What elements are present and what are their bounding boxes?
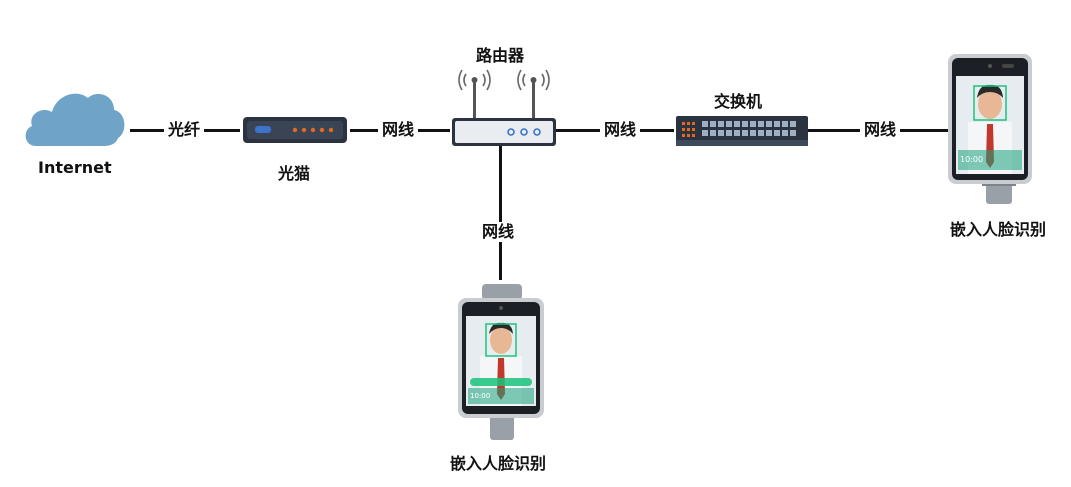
router-icon xyxy=(448,66,558,148)
switch-icon xyxy=(676,116,808,146)
link-label-fiber: 光纤 xyxy=(164,120,205,140)
link-label-cable-switch-terminal: 网线 xyxy=(860,120,901,140)
internet-label: Internet xyxy=(38,158,112,177)
router-title: 路由器 xyxy=(476,46,525,65)
link-label-cable-router-switch: 网线 xyxy=(600,120,641,140)
face-terminal-icon: 10:00 xyxy=(946,52,1034,204)
switch-title: 交换机 xyxy=(714,92,763,111)
terminal-bottom-label: 嵌入人脸识别 xyxy=(450,454,547,473)
modem-icon xyxy=(243,117,347,143)
link-label-cable-modem-router: 网线 xyxy=(378,120,419,140)
cloud-icon xyxy=(22,82,126,152)
face-terminal-icon: 10:00 xyxy=(456,282,546,442)
link-router-terminal xyxy=(499,145,502,280)
link-label-cable-router-terminal: 网线 xyxy=(478,222,519,242)
terminal-time: 10:00 xyxy=(960,155,983,164)
modem-label: 光猫 xyxy=(278,164,311,183)
terminal-right-label: 嵌入人脸识别 xyxy=(950,220,1047,239)
terminal-time: 10:00 xyxy=(470,392,490,400)
